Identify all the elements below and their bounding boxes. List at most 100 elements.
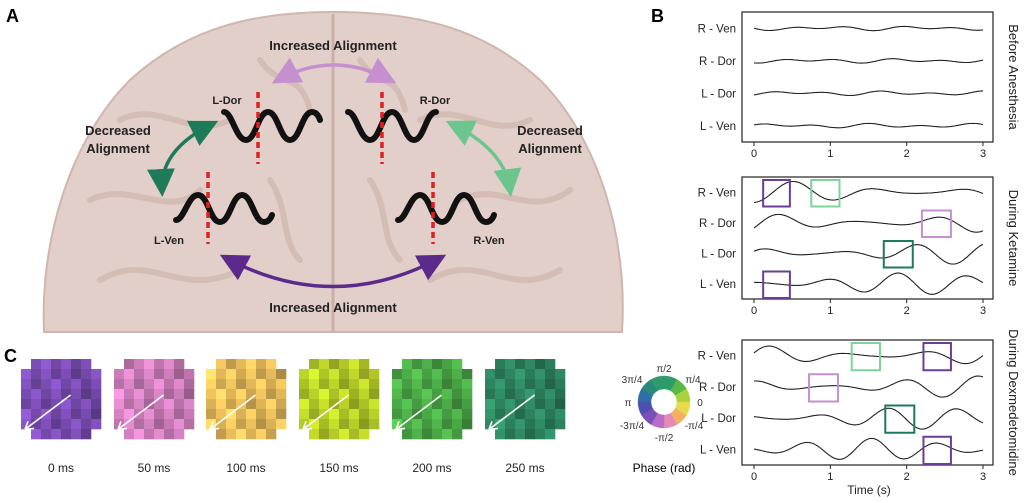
bottom-alignment-arrow: [219, 254, 447, 289]
phase-map-cell: [485, 409, 496, 420]
phase-map-cell: [442, 389, 453, 400]
phase-map-cell: [226, 359, 237, 370]
phase-map-cell: [246, 429, 257, 440]
phase-map-cell: [216, 359, 227, 370]
phase-map-cell: [299, 399, 310, 410]
phase-map-cell: [276, 369, 287, 380]
alignment-highlight-box: [762, 270, 791, 299]
phase-map-cell: [339, 389, 350, 400]
wave-l-dor: [221, 108, 323, 144]
channel-trace: [753, 407, 984, 430]
phase-map-cell: [41, 389, 52, 400]
phase-map-cell: [226, 389, 237, 400]
phase-map-cell: [422, 369, 433, 380]
phase-map-cell: [134, 429, 145, 440]
phase-map-cell: [525, 429, 536, 440]
phase-map-cell: [61, 359, 72, 370]
phase-map-cell: [21, 409, 32, 420]
phase-map-cell: [91, 409, 102, 420]
wheel-label-top: π/2: [656, 364, 672, 375]
channel-trace: [753, 122, 984, 129]
condition-frame: [741, 339, 994, 466]
phase-map-cell: [164, 409, 175, 420]
phase-map-cell: [216, 379, 227, 390]
wave-direction-arrow: [117, 394, 165, 431]
phase-map-cell: [535, 429, 546, 440]
phase-map-cell: [555, 369, 566, 380]
right-label-line2: Alignment: [518, 141, 582, 156]
phase-map-cell: [309, 409, 320, 420]
phase-map-cell: [545, 409, 556, 420]
phase-map-cell: [452, 389, 463, 400]
condition-title: During Ketamine: [1006, 190, 1021, 287]
phase-map-cell: [81, 389, 92, 400]
phase-map-cell: [144, 379, 155, 390]
channel-label: L - Ven: [700, 121, 736, 133]
phase-map-cell: [392, 409, 403, 420]
phase-map-cell: [134, 389, 145, 400]
phase-map-cell: [266, 429, 277, 440]
phase-map-cell: [525, 369, 536, 380]
phase-map-cell: [555, 399, 566, 410]
phase-map-cell: [452, 399, 463, 410]
wave-r-dor: [345, 108, 439, 144]
phase-map-cell: [174, 389, 185, 400]
phase-map-cell: [442, 409, 453, 420]
phase-map-cell: [226, 379, 237, 390]
phase-map-cell: [495, 419, 506, 430]
phase-map-cell: [329, 369, 340, 380]
phase-map-cell: [359, 429, 370, 440]
phase-map-cell: [154, 379, 165, 390]
phase-map-cell: [246, 409, 257, 420]
phase-map-cell: [309, 389, 320, 400]
phase-map-cell: [124, 359, 135, 370]
region-label-r-ven: R-Ven: [473, 235, 504, 247]
phase-map-cell: [412, 359, 423, 370]
channel-trace: [753, 437, 984, 460]
phase-map-cell: [462, 389, 473, 400]
phase-map-cell: [71, 369, 82, 380]
phase-map-cell: [61, 379, 72, 390]
phase-map-cell: [402, 389, 413, 400]
phase-map-cell: [555, 419, 566, 430]
phase-map-cell: [154, 369, 165, 380]
phase-map-cell: [535, 379, 546, 390]
phase-map-cell: [114, 399, 125, 410]
phase-map-cell: [236, 389, 247, 400]
phase-map-cell: [31, 369, 42, 380]
phase-map-cell: [525, 389, 536, 400]
x-tick-label: 3: [980, 305, 986, 317]
phase-map-cell: [266, 369, 277, 380]
phase-map-cell: [51, 359, 62, 370]
phase-map-cell: [216, 369, 227, 380]
phase-map-cell: [339, 369, 350, 380]
phase-map-cell: [412, 429, 423, 440]
phase-map-cell: [422, 379, 433, 390]
phase-map-cell: [124, 399, 135, 410]
right-label-line1: Decreased: [517, 123, 583, 138]
phase-map-cell: [134, 399, 145, 410]
phase-map-cell: [174, 359, 185, 370]
phase-map-cell: [369, 419, 380, 430]
phase-map-cell: [246, 399, 257, 410]
phase-map-cell: [535, 389, 546, 400]
phase-map-cell: [392, 389, 403, 400]
phase-map-cell: [349, 409, 360, 420]
phase-map-cell: [495, 409, 506, 420]
phase-map-cell: [515, 379, 526, 390]
phase-map-cell: [545, 369, 556, 380]
phase-map-cell: [164, 389, 175, 400]
phase-map-cell: [256, 379, 267, 390]
phase-map-cell: [216, 429, 227, 440]
phase-map-cell: [51, 369, 62, 380]
phase-map-cell: [329, 429, 340, 440]
phase-map-cell: [402, 379, 413, 390]
wave-direction-arrowhead: [209, 421, 220, 431]
phase-map-cell: [545, 359, 556, 370]
x-tick-label: 2: [904, 148, 910, 160]
phase-map-cell: [462, 419, 473, 430]
phase-map-cell: [369, 399, 380, 410]
phase-map-cell: [505, 389, 516, 400]
